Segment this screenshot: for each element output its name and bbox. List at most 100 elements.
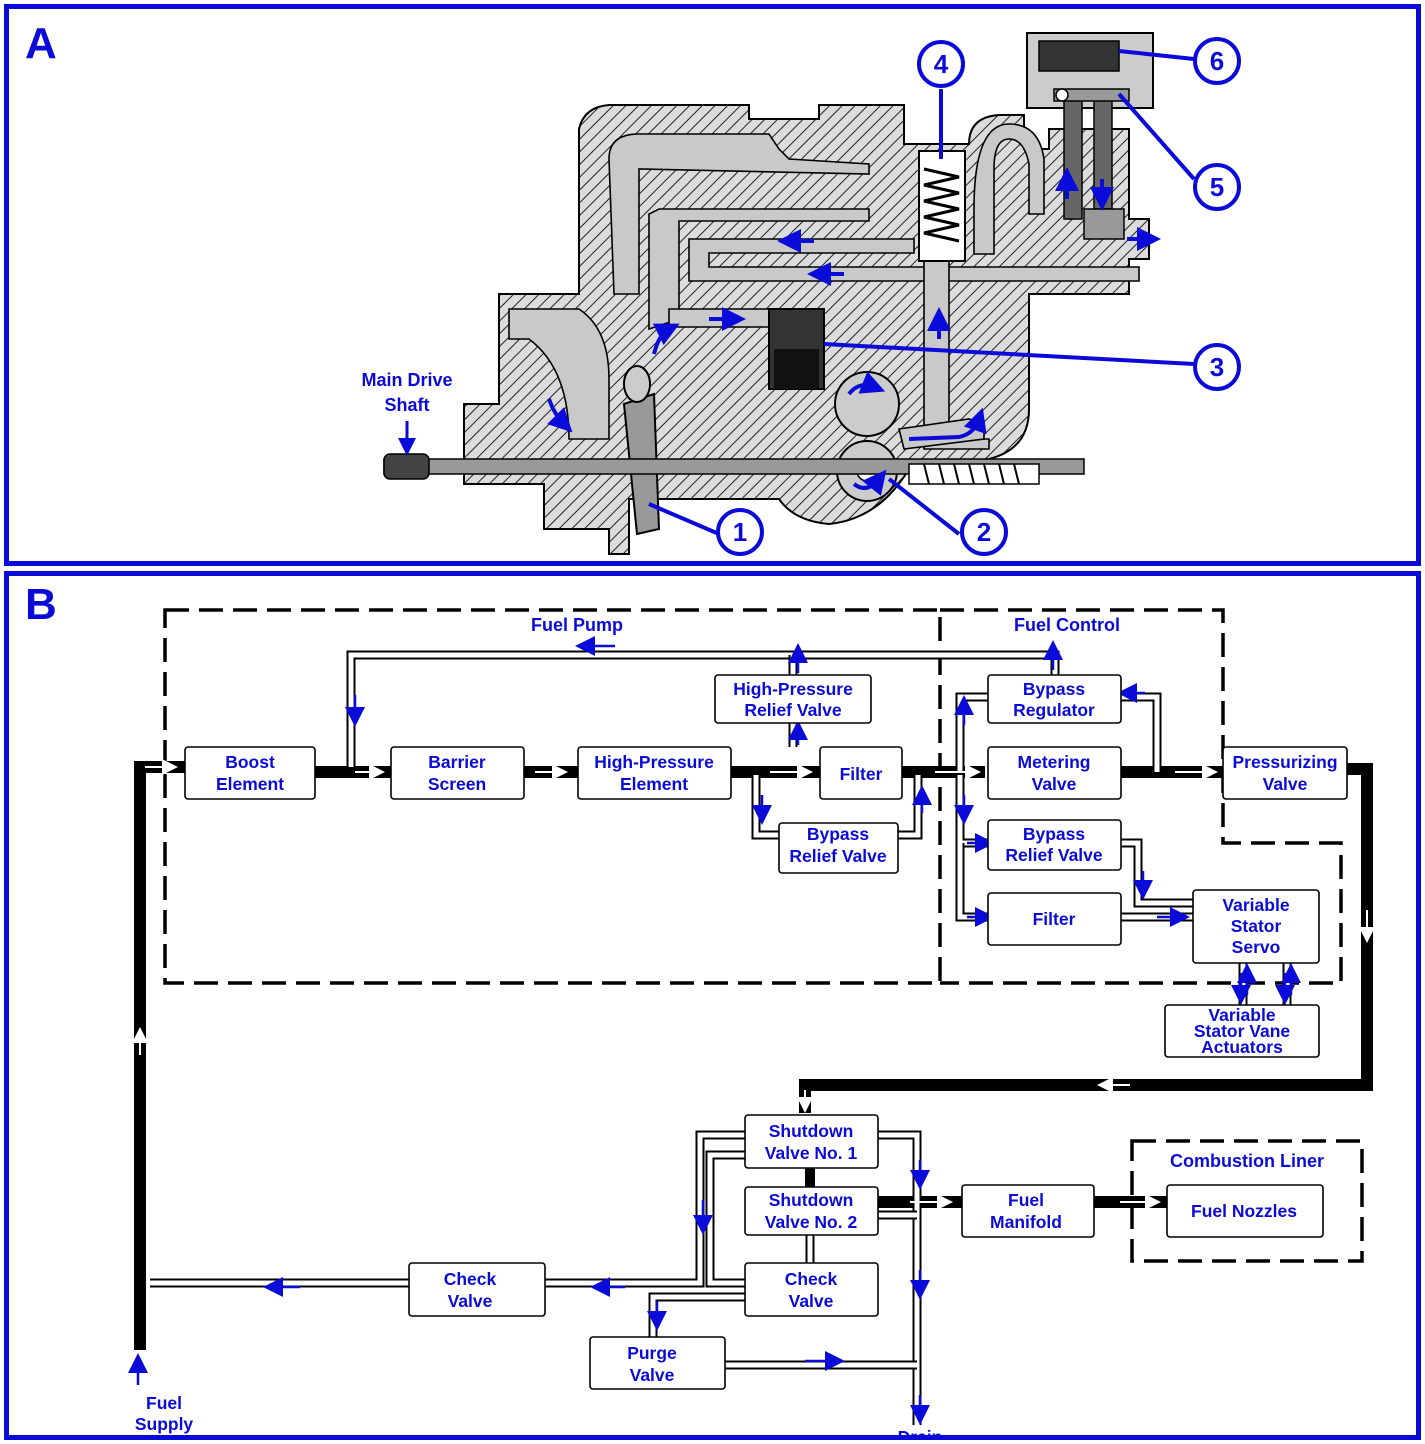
svg-text:1: 1: [733, 517, 747, 547]
svg-text:Stator Vane: Stator Vane: [1194, 1021, 1291, 1041]
box-filter-pump: Filter: [819, 746, 903, 800]
svg-text:Variable: Variable: [1208, 1005, 1275, 1025]
shaft-spline-end: [383, 453, 430, 480]
blue-flow-arrows: [128, 636, 1301, 1425]
combustion-liner-group-label: Combustion Liner: [1170, 1151, 1324, 1171]
svg-text:Fuel: Fuel: [1008, 1190, 1044, 1210]
box-bypass-relief-valve-pump: Bypass Relief Valve: [778, 822, 899, 874]
main-drive-label-2: Shaft: [385, 395, 430, 415]
box-bypass-relief-valve-control: Bypass Relief Valve: [987, 819, 1122, 871]
callout-1: 1: [716, 508, 764, 556]
svg-text:Pressurizing: Pressurizing: [1232, 752, 1337, 772]
box-metering-valve: Metering Valve: [987, 746, 1122, 800]
box-pressurizing-valve: Pressurizing Valve: [1222, 746, 1348, 800]
svg-text:Purge: Purge: [627, 1343, 677, 1363]
box-filter-control: Filter: [987, 892, 1122, 946]
svg-text:Relief Valve: Relief Valve: [1005, 845, 1103, 865]
flow-arrows: [547, 167, 1161, 496]
box-boost-element: Boost Element: [184, 746, 316, 800]
callout-5: 5: [1193, 163, 1241, 211]
panel-a-label: A: [25, 19, 57, 68]
box-purge-valve: Purge Valve: [589, 1336, 726, 1390]
panel-a-cutaway: A: [4, 4, 1421, 566]
box-bypass-regulator: Bypass Regulator: [987, 674, 1122, 724]
adjustment-ball: [1055, 88, 1069, 102]
svg-text:Shutdown: Shutdown: [769, 1190, 854, 1210]
box-check-valve-left: Check Valve: [408, 1262, 546, 1317]
svg-text:Metering: Metering: [1018, 752, 1091, 772]
svg-text:5: 5: [1210, 172, 1224, 202]
fuel-channel-top: [608, 133, 870, 295]
svg-text:Valve: Valve: [448, 1291, 493, 1311]
svg-text:3: 3: [1210, 352, 1224, 382]
svg-text:Relief Valve: Relief Valve: [789, 846, 887, 866]
box-shutdown-valve-2: Shutdown Valve No. 2: [744, 1186, 879, 1236]
adjustment-spring-seat: [1053, 88, 1130, 102]
svg-text:Filter: Filter: [840, 764, 883, 784]
svg-text:High-Pressure: High-Pressure: [733, 679, 853, 699]
svg-text:Shutdown: Shutdown: [769, 1121, 854, 1141]
svg-text:Stator: Stator: [1231, 916, 1282, 936]
main-drive-label-1: Main Drive: [361, 370, 452, 390]
svg-text:Manifold: Manifold: [990, 1212, 1062, 1232]
svg-text:Bypass: Bypass: [1023, 824, 1086, 844]
panel-b-label: B: [25, 580, 57, 629]
fuel-flow-diagram: Boost Element Barrier Screen High-Pressu…: [128, 608, 1375, 1435]
svg-text:Check: Check: [785, 1269, 838, 1289]
svg-text:Screen: Screen: [428, 774, 486, 794]
box-variable-stator-servo: Variable Stator Servo: [1192, 889, 1320, 964]
callout-4: 4: [917, 40, 965, 88]
adjustment-valve-body: [1083, 208, 1125, 240]
inlet-channel: [508, 308, 610, 440]
svg-text:Regulator: Regulator: [1013, 700, 1095, 720]
svg-text:Servo: Servo: [1232, 937, 1281, 957]
relief-valve-spring: [923, 167, 960, 243]
svg-text:Bypass: Bypass: [1023, 679, 1086, 699]
box-barrier-screen: Barrier Screen: [390, 746, 525, 800]
svg-text:Variable: Variable: [1222, 895, 1289, 915]
shaft-spring: [923, 463, 1020, 485]
pump-bypass-loop: [346, 650, 1060, 840]
svg-text:Boost: Boost: [225, 752, 275, 772]
box-check-valve-right: Check Valve: [744, 1262, 879, 1317]
svg-text:Fuel Nozzles: Fuel Nozzles: [1191, 1201, 1297, 1221]
svg-text:Filter: Filter: [1033, 909, 1076, 929]
box-fuel-nozzles: Fuel Nozzles: [1166, 1184, 1324, 1238]
svg-text:Valve No. 2: Valve No. 2: [765, 1212, 858, 1232]
fuel-supply-label-1: Fuel: [146, 1393, 182, 1413]
drain-label: Drain: [898, 1427, 943, 1435]
box-variable-stator-vane-actuators: Variable Stator Vane Actuators: [1164, 1004, 1320, 1058]
svg-text:Relief Valve: Relief Valve: [744, 700, 842, 720]
fuel-pump-group-outline: [163, 608, 942, 985]
box-shutdown-valve-1: Shutdown Valve No. 1: [744, 1114, 879, 1169]
upper-loop-channel: [973, 123, 1045, 255]
pump-cutaway-illustration: 1 2 3 4 5 6 Main Drive Shaft: [361, 32, 1241, 556]
box-fuel-manifold: Fuel Manifold: [961, 1184, 1095, 1238]
combustion-liner-group-outline: [1130, 1139, 1364, 1263]
callout-6: 6: [1193, 37, 1241, 85]
svg-text:Barrier: Barrier: [428, 752, 486, 772]
svg-text:2: 2: [977, 517, 991, 547]
svg-text:Check: Check: [444, 1269, 497, 1289]
box-high-pressure-relief-valve: High-Pressure Relief Valve: [714, 674, 872, 724]
svg-text:4: 4: [934, 49, 949, 79]
panel-b-flow-diagram: B: [4, 571, 1421, 1440]
upper-gear: [834, 371, 900, 437]
check-valve-body: [774, 349, 819, 389]
svg-text:Actuators: Actuators: [1201, 1037, 1283, 1057]
box-high-pressure-element: High-Pressure Element: [577, 746, 732, 800]
fuel-control-group-label: Fuel Control: [1014, 615, 1120, 635]
svg-text:6: 6: [1210, 46, 1224, 76]
svg-text:High-Pressure: High-Pressure: [594, 752, 714, 772]
adjustment-screw-knurl: [1038, 40, 1120, 72]
adjustment-stem-left: [1063, 98, 1083, 220]
callout-2: 2: [960, 508, 1008, 556]
svg-text:Valve: Valve: [1263, 774, 1308, 794]
svg-text:Valve: Valve: [630, 1365, 675, 1385]
fuel-pump-group-label: Fuel Pump: [531, 615, 623, 635]
svg-text:Bypass: Bypass: [807, 824, 870, 844]
svg-text:Valve: Valve: [789, 1291, 834, 1311]
impeller-hub: [623, 365, 651, 403]
fuel-supply-label-2: Supply: [135, 1414, 194, 1434]
svg-text:Element: Element: [620, 774, 688, 794]
